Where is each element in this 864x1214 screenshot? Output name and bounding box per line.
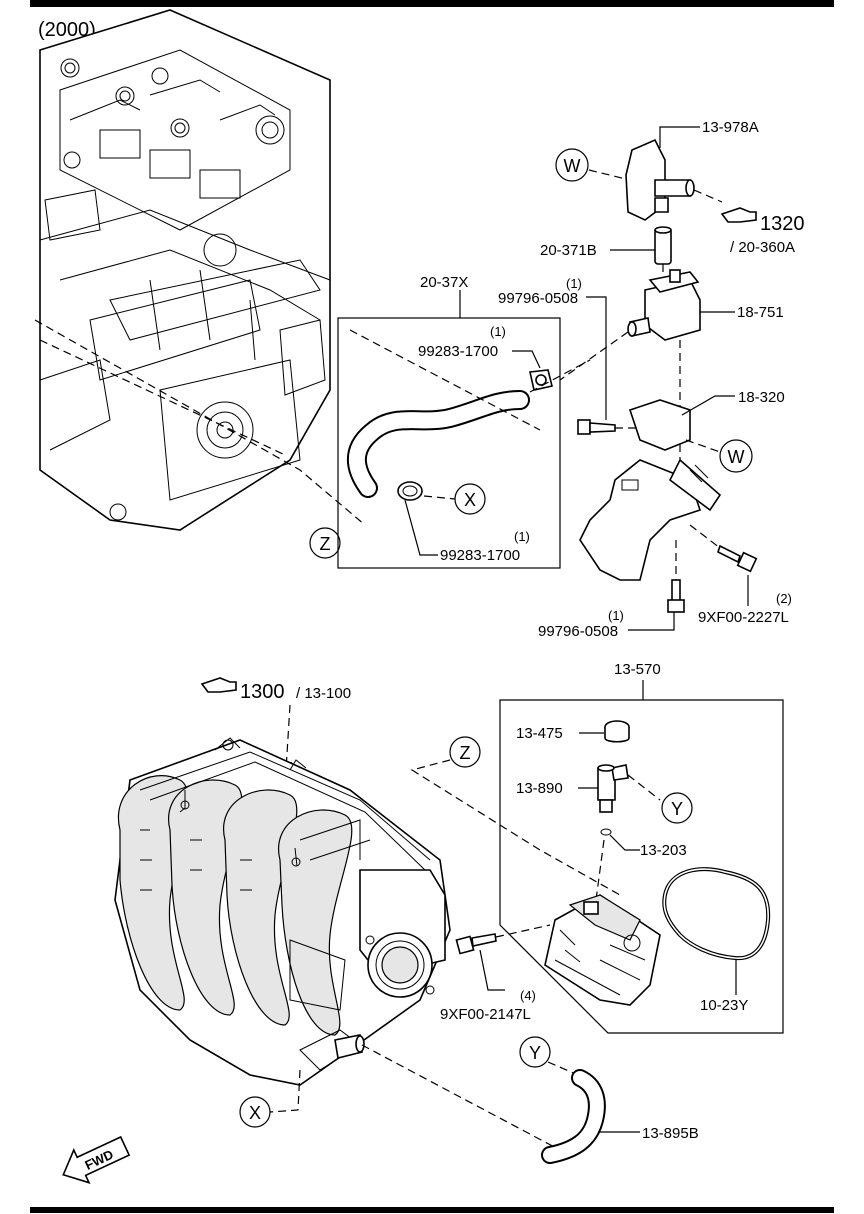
hose-kit-group: 20-37X (1) 99283-1700 (1) 99283-1700 [337,274,591,569]
part-label-13-203: 13-203 [640,842,687,859]
part-bolt-9XF00-2147L [455,933,497,955]
pointing-hand-icon-2 [200,677,237,693]
part-label-20-371B: 20-371B [540,242,597,259]
part-label-9XF00-2147L: 9XF00-2147L [440,1006,531,1023]
part-18-751 [627,269,701,341]
part-label-99796-0508-top: 99796-0508 [498,290,578,307]
bottom-rule [30,1207,834,1213]
part-label-13-570: 13-570 [614,661,661,678]
manifold-hose-connector-line [361,1044,561,1151]
callout-z-bottom: Z [449,736,481,768]
svg-text:/ 13-100: / 13-100 [296,685,351,702]
svg-text:W: W [728,447,745,467]
svg-text:X: X [464,490,476,510]
svg-text:X: X [249,1103,261,1123]
part-10-23Y-gasket [662,867,771,961]
part-label-99796-0508-bottom: 99796-0508 [538,623,618,640]
svg-text:Y: Y [671,799,683,819]
part-label-13-890: 13-890 [516,780,563,797]
callout-z-top: Z [309,527,341,559]
engine-block-illustration [39,9,331,531]
intake-manifold-illustration [114,737,451,1086]
part-13-895B-hose [541,1069,606,1164]
part-label-99283-1700-top: 99283-1700 [418,343,498,360]
engine-connector-line [34,319,366,526]
part-18-320-bracket [579,399,722,581]
part-bolt-99796-top [577,419,616,435]
part-label-13-475: 13-475 [516,725,563,742]
qty-9XF00-2227L: (2) [776,591,792,606]
part-label-13-895B: 13-895B [642,1125,699,1142]
part-13-890 [597,764,629,813]
part-13-475 [604,720,630,743]
qty-99796-top: (1) [566,276,582,291]
svg-text:1320: 1320 [760,213,805,235]
svg-text:Z: Z [320,534,331,554]
callout-x-top: X [454,483,486,515]
part-label-13-978A: 13-978A [702,119,759,136]
callout-w-bottom: W [719,439,753,473]
reference-1320: 1320 / 20-360A [720,207,805,256]
hose-clip-bottom [397,481,423,501]
part-label-10-23Y: 10-23Y [700,997,748,1014]
callout-x-bottom: X [239,1096,271,1128]
fwd-arrow-icon: FWD [62,1135,131,1184]
qty-99283-top: (1) [490,324,506,339]
qty-99283-bottom: (1) [514,529,530,544]
svg-text:/ 20-360A: / 20-360A [730,239,795,256]
oil-separator-cover-illustration [544,894,661,1006]
svg-text:Z: Z [460,743,471,763]
part-label-99283-1700-bottom: 99283-1700 [440,547,520,564]
engine-connector-line-2 [39,339,286,456]
callout-w-top: W [555,148,589,182]
svg-text:1300: 1300 [240,681,285,703]
oil-separator-kit-box [499,699,784,1034]
part-bolt-9XF00-2227L [717,544,758,573]
part-label-9XF00-2227L: 9XF00-2227L [698,609,789,626]
engine-label: (2000) [38,19,96,41]
part-label-18-751: 18-751 [737,304,784,321]
part-bolt-99796-bottom [667,579,685,613]
part-label-20-37X: 20-37X [420,274,468,291]
reference-1300: 1300 / 13-100 [200,677,351,703]
qty-9XF00-2147L: (4) [520,988,536,1003]
part-20-371B [654,226,672,265]
svg-text:W: W [564,156,581,176]
hose-clip-top [529,369,553,391]
pointing-hand-icon [720,207,757,223]
top-rule [30,0,834,7]
qty-99796-bottom: (1) [608,608,624,623]
callout-y-top: Y [661,792,693,824]
callout-y-bottom: Y [519,1036,551,1068]
part-13-203 [600,828,612,836]
svg-text:Y: Y [529,1043,541,1063]
part-label-18-320: 18-320 [738,389,785,406]
part-13-978A [625,138,695,221]
